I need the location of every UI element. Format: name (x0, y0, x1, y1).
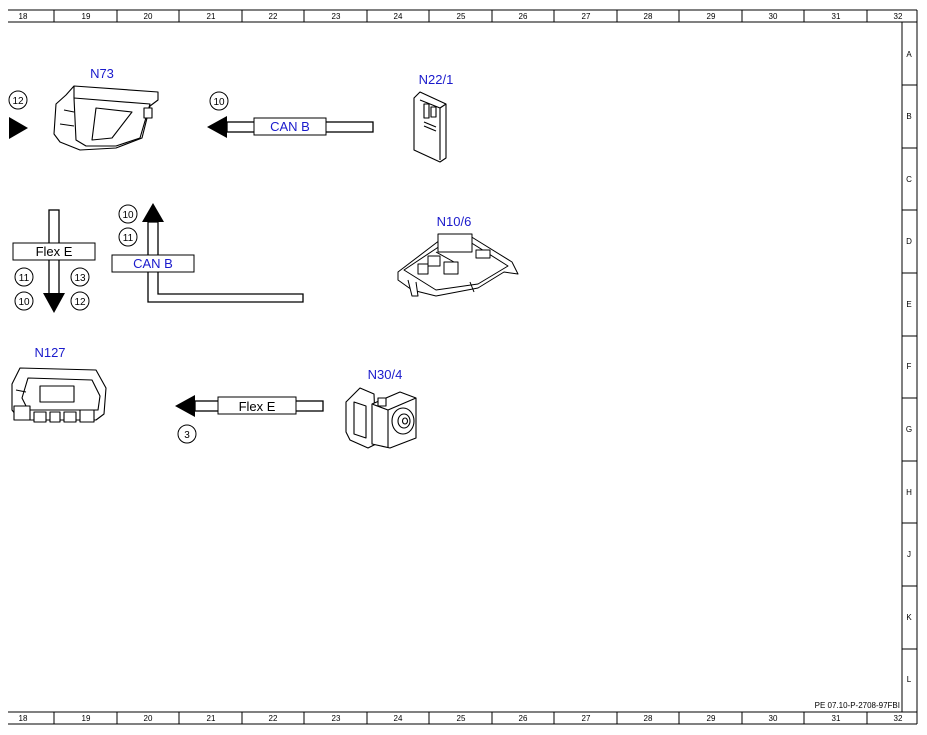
bottom-column-ruler (53, 712, 868, 724)
col-label: 24 (394, 714, 403, 723)
col-label: 27 (582, 12, 591, 21)
col-label: 25 (457, 714, 466, 723)
col-label: 27 (582, 714, 591, 723)
ref-number: 3 (184, 430, 190, 441)
arrow-up-icon (142, 203, 164, 222)
n73-switch-unit-icon (53, 85, 159, 151)
row-label: J (907, 550, 911, 559)
col-label: 26 (519, 12, 528, 21)
col-label: 32 (894, 12, 903, 21)
bus-label: Flex E (239, 399, 276, 414)
col-label: 28 (644, 714, 653, 723)
col-label: 24 (394, 12, 403, 21)
document-reference-code: PE 07.10-P-2708-97FBI (815, 701, 900, 710)
ref-number: 10 (122, 210, 134, 221)
col-label: 21 (207, 12, 216, 21)
row-label: H (906, 488, 912, 497)
right-row-ruler (902, 84, 917, 650)
ref-number: 10 (213, 97, 225, 108)
arrow-left-icon (207, 116, 227, 138)
can-b-bus-top[interactable]: 10 CAN B (207, 91, 374, 138)
n22-1-module-icon (413, 91, 447, 163)
col-label: 29 (707, 714, 716, 723)
can-b-bus-middle[interactable]: CAN B 10 11 (111, 203, 304, 303)
col-label: 29 (707, 12, 716, 21)
col-label: 32 (894, 714, 903, 723)
arrow-right-icon (9, 117, 28, 139)
row-label: F (907, 362, 912, 371)
bottom-column-labels: 18 19 20 21 22 23 24 25 26 27 28 29 30 3… (19, 714, 903, 723)
component-label-n22-1[interactable]: N22/1 (419, 72, 454, 87)
row-label: D (906, 237, 912, 246)
col-label: 25 (457, 12, 466, 21)
top-column-ruler (53, 10, 868, 22)
col-label: 28 (644, 12, 653, 21)
col-label: 26 (519, 714, 528, 723)
col-label: 20 (144, 714, 153, 723)
col-label: 18 (19, 12, 28, 21)
right-row-labels: A B C D E F G H J K L (906, 50, 912, 684)
top-column-labels: 18 19 20 21 22 23 24 25 26 27 28 29 30 3… (19, 12, 903, 21)
n30-4-camera-icon (345, 387, 417, 449)
border-frame (8, 9, 918, 725)
bus-label: CAN B (270, 119, 310, 134)
col-label: 18 (19, 714, 28, 723)
ref-number: 10 (18, 297, 30, 308)
component-label-n127[interactable]: N127 (34, 345, 65, 360)
row-label: A (906, 50, 912, 59)
col-label: 31 (832, 714, 841, 723)
col-label: 30 (769, 12, 778, 21)
col-label: 23 (332, 12, 341, 21)
col-label: 30 (769, 714, 778, 723)
ref-number: 11 (123, 233, 134, 244)
col-label: 20 (144, 12, 153, 21)
row-label: K (906, 613, 912, 622)
arrow-down-icon (43, 293, 65, 313)
ref-number: 12 (12, 96, 24, 107)
flex-e-bus-left[interactable]: Flex E 11 13 10 12 (12, 209, 96, 313)
col-label: 23 (332, 714, 341, 723)
arrow-left-icon (175, 395, 195, 417)
ref-number: 13 (74, 273, 86, 284)
col-label: 22 (269, 12, 278, 21)
flex-e-bus-bottom[interactable]: Flex E 3 (175, 395, 324, 444)
row-label: B (906, 112, 911, 121)
ref-number: 11 (19, 273, 30, 284)
ref-number: 12 (74, 297, 86, 308)
row-label: L (907, 675, 912, 684)
col-label: 19 (82, 714, 91, 723)
component-label-n10-6[interactable]: N10/6 (437, 214, 472, 229)
component-label-n73[interactable]: N73 (90, 66, 114, 81)
bus-label: Flex E (36, 244, 73, 259)
n127-control-unit-icon (11, 367, 107, 423)
bus-label: CAN B (133, 256, 173, 271)
row-label: G (906, 425, 912, 434)
col-label: 22 (269, 714, 278, 723)
row-label: E (906, 300, 911, 309)
col-label: 19 (82, 12, 91, 21)
component-label-n30-4[interactable]: N30/4 (368, 367, 403, 382)
col-label: 31 (832, 12, 841, 21)
col-label: 21 (207, 714, 216, 723)
ref-connector-12-top[interactable]: 12 (8, 90, 28, 139)
n10-6-control-unit-icon (397, 233, 519, 297)
row-label: C (906, 175, 912, 184)
